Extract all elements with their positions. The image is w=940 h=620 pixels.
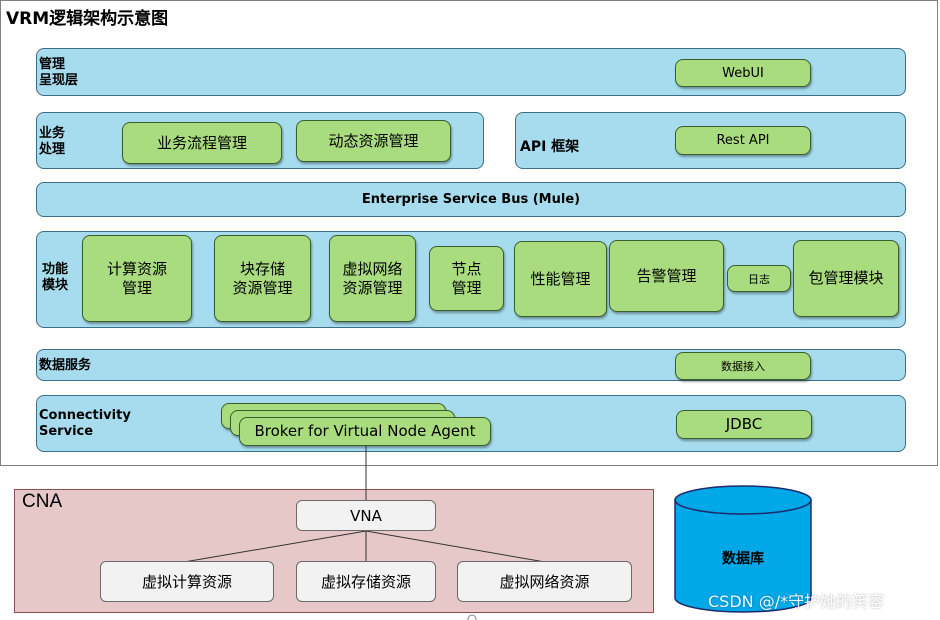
layer-management-label: 管理 呈现层 bbox=[39, 57, 79, 88]
diagram-title: VRM逻辑架构示意图 bbox=[6, 9, 169, 29]
data-access-box: 数据接入 bbox=[675, 352, 811, 380]
vna-box: VNA bbox=[296, 500, 436, 531]
webui-box: WebUI bbox=[675, 59, 811, 87]
vna-compute-line bbox=[183, 530, 367, 563]
esb-label: Enterprise Service Bus (Mule) bbox=[361, 192, 581, 207]
virtual-network-box: 虚拟网络资源 bbox=[457, 561, 632, 602]
layer-business-label: 业务 处理 bbox=[39, 126, 66, 157]
layer-connectivity-label: Connectivity Service bbox=[39, 408, 131, 439]
broker-box: Broker for Virtual Node Agent bbox=[239, 417, 491, 446]
module-package: 包管理模块 bbox=[793, 240, 899, 317]
module-log: 日志 bbox=[727, 265, 791, 292]
database-cylinder-top bbox=[674, 485, 812, 515]
module-block-storage: 块存储 资源管理 bbox=[214, 235, 311, 322]
module-virtual-network: 虚拟网络 资源管理 bbox=[329, 235, 416, 322]
rest-api-box: Rest API bbox=[675, 126, 811, 155]
jdbc-box: JDBC bbox=[676, 410, 812, 439]
layer-data-service-label: 数据服务 bbox=[39, 358, 92, 373]
layer-api-label: API 框架 bbox=[520, 139, 580, 155]
vna-network-line bbox=[365, 530, 546, 563]
module-alarm: 告警管理 bbox=[609, 240, 724, 312]
module-compute: 计算资源 管理 bbox=[82, 235, 192, 322]
dynamic-resource-box: 动态资源管理 bbox=[296, 120, 451, 162]
database-cylinder-body bbox=[674, 499, 812, 613]
virtual-storage-box: 虚拟存储资源 bbox=[296, 561, 436, 602]
layer-esb bbox=[36, 182, 906, 217]
module-node: 节点 管理 bbox=[429, 246, 504, 311]
cna-title: CNA bbox=[22, 491, 63, 512]
module-performance: 性能管理 bbox=[514, 241, 607, 317]
connector-dot bbox=[467, 614, 477, 620]
database-label: 数据库 bbox=[722, 551, 764, 567]
virtual-compute-box: 虚拟计算资源 bbox=[100, 561, 274, 602]
business-flow-box: 业务流程管理 bbox=[122, 122, 282, 164]
layer-function-label: 功能 模块 bbox=[42, 262, 69, 293]
watermark: CSDN @/*守护她的笑容 bbox=[708, 592, 885, 611]
